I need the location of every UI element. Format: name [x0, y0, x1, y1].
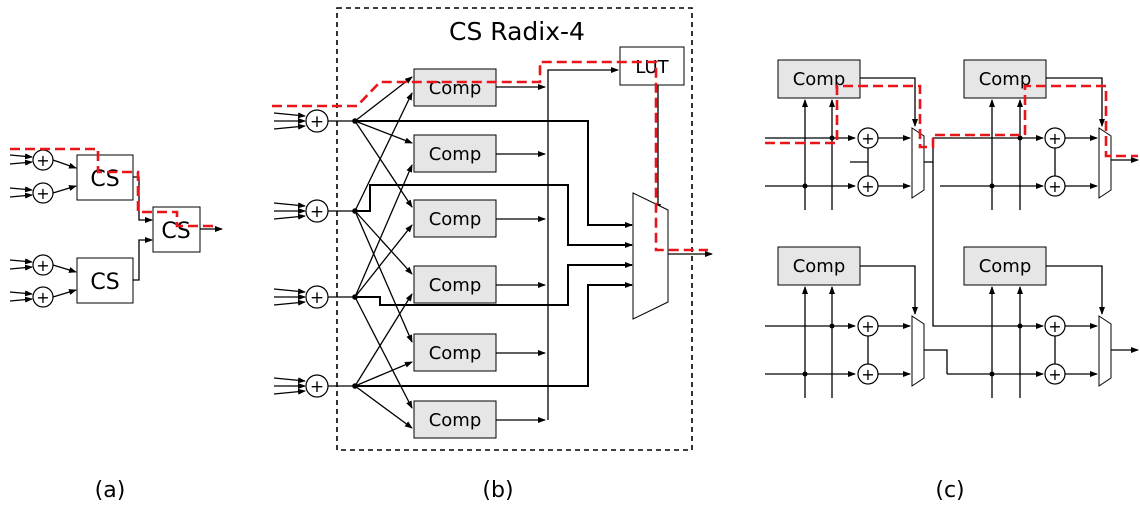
adder: + — [32, 286, 54, 308]
caption-a: (a) — [95, 478, 126, 503]
panel-c: Comp + + Comp — [765, 59, 1139, 503]
svg-text:Comp: Comp — [979, 256, 1032, 277]
svg-text:+: + — [36, 288, 49, 307]
svg-text:LUT: LUT — [635, 57, 669, 78]
stage-bottom-left: Comp + + — [765, 246, 925, 398]
svg-text:CS: CS — [90, 270, 119, 295]
comparator-network — [354, 76, 413, 429]
svg-text:Comp: Comp — [429, 410, 482, 431]
comp-block: Comp — [413, 265, 497, 304]
multiplexer — [911, 315, 925, 387]
svg-text:+: + — [36, 151, 49, 170]
adder: + — [32, 254, 54, 276]
svg-text:+: + — [1048, 177, 1061, 196]
svg-text:+: + — [861, 365, 874, 384]
svg-text:+: + — [36, 256, 49, 275]
svg-text:+: + — [861, 317, 874, 336]
input-wires — [273, 112, 306, 395]
multiplexer — [632, 192, 669, 320]
adder: + — [32, 149, 54, 171]
comp-block — [777, 246, 861, 286]
comp-block: Comp — [413, 134, 497, 173]
adder: + — [305, 285, 329, 309]
caption-b: (b) — [482, 478, 513, 503]
cs-block: CS — [76, 154, 134, 201]
svg-text:Comp: Comp — [429, 144, 482, 165]
svg-text:+: + — [310, 377, 324, 397]
svg-text:+: + — [310, 202, 324, 222]
cs-radix4-boundary — [336, 7, 693, 451]
multiplexer — [911, 127, 925, 199]
input-wires — [9, 153, 33, 303]
comp-block — [963, 59, 1047, 99]
svg-text:+: + — [861, 177, 874, 196]
svg-text:+: + — [1048, 129, 1061, 148]
svg-text:Comp: Comp — [793, 256, 846, 277]
svg-text:Comp: Comp — [429, 209, 482, 230]
comp-block: Comp — [413, 199, 497, 238]
svg-text:Comp: Comp — [793, 69, 846, 90]
comp-block: Comp — [413, 400, 497, 439]
data-wires — [355, 120, 633, 387]
adder: + — [305, 109, 329, 133]
svg-text:+: + — [861, 129, 874, 148]
comp-outputs — [496, 67, 619, 423]
inter-stage-wires — [924, 137, 948, 374]
comp-block — [777, 59, 861, 99]
multiplexer — [1098, 315, 1112, 387]
comp-block — [963, 246, 1047, 286]
caption-c: (c) — [935, 478, 964, 503]
critical-path — [765, 84, 1138, 158]
adder: + — [305, 199, 329, 223]
comp-block: Comp — [413, 68, 497, 107]
cs-radix4-title: CS Radix-4 — [449, 17, 585, 46]
critical-path — [272, 60, 708, 252]
stage-top-right: Comp + + — [940, 59, 1139, 210]
svg-text:+: + — [36, 184, 49, 203]
svg-text:Comp: Comp — [429, 343, 482, 364]
cs-block: CS — [76, 257, 134, 304]
svg-text:Comp: Comp — [429, 275, 482, 296]
svg-text:+: + — [1048, 317, 1061, 336]
svg-text:+: + — [1048, 365, 1061, 384]
svg-text:Comp: Comp — [979, 69, 1032, 90]
stage-top-left: Comp + + — [765, 59, 925, 210]
comp-block: Comp — [413, 333, 497, 372]
stage-bottom-right: Comp + + — [940, 246, 1139, 398]
panel-b: CS Radix-4 + + + + — [272, 7, 713, 503]
adder: + — [32, 182, 54, 204]
critical-path — [10, 147, 215, 228]
lut-block: LUT — [619, 46, 685, 86]
svg-text:+: + — [310, 112, 324, 132]
multiplexer — [1098, 127, 1112, 199]
adder: + — [305, 374, 329, 398]
panel-a: + + + + CS CS CS (a) — [9, 147, 223, 503]
svg-text:+: + — [310, 288, 324, 308]
